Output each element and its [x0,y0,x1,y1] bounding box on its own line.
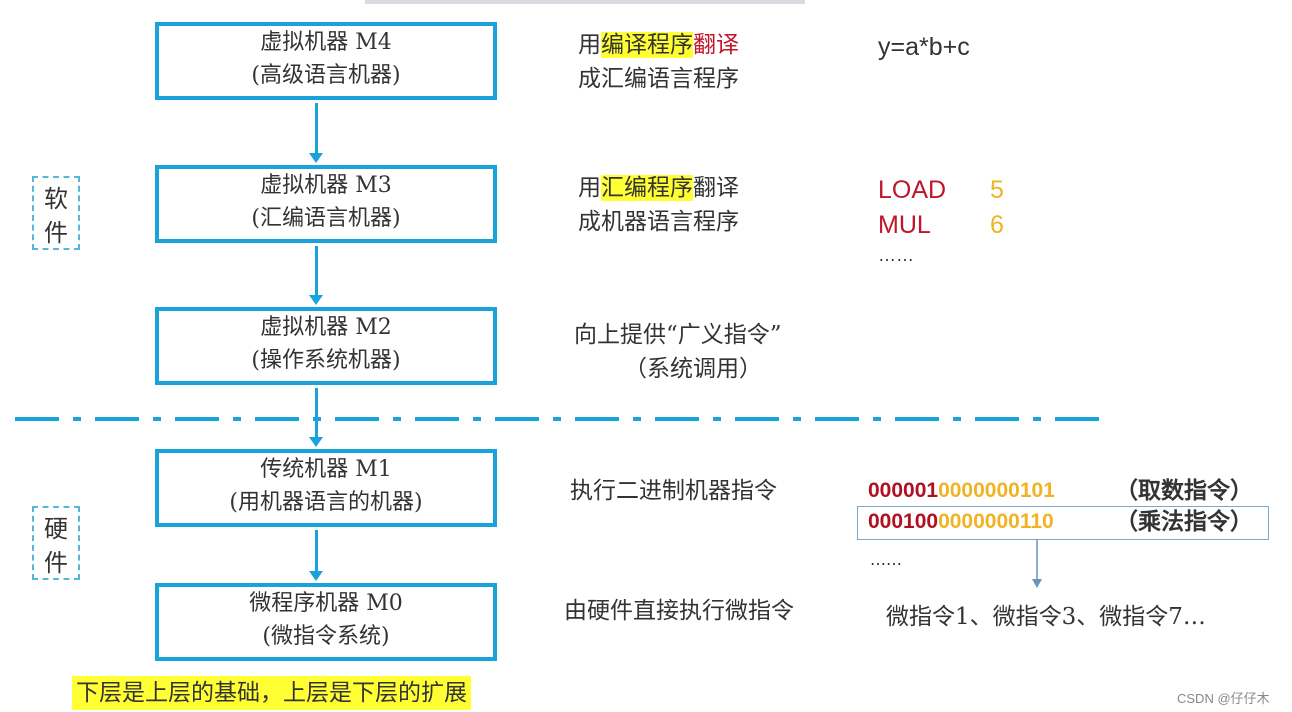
label-char: 件 [44,219,68,247]
asm-arg: 5 [990,176,1004,204]
binary-instruction: 0000010000000101 [868,479,1055,503]
asm-arg: 6 [990,211,1004,239]
opcode: 000001 [868,479,939,502]
desc-m0: 由硬件直接执行微指令 [564,598,794,624]
text: 用 [578,175,601,201]
level-box-m4: 虚拟机器 M4 (高级语言机器) [155,22,497,100]
level-title: 传统机器 M1 [260,457,392,482]
top-tabs-strip [365,0,805,4]
level-subtitle: (汇编语言机器) [251,206,401,231]
expression: y=a*b+c [878,33,970,61]
arrow-down-icon [309,246,323,305]
arrow-down-icon [309,103,323,163]
desc-m1: 执行二进制机器指令 [570,478,777,504]
opcode: 000100 [868,510,939,533]
binary-label: （取数指令） [1115,477,1253,504]
desc-m2: 向上提供“广义指令” （系统调用） [574,318,782,386]
binary-ellipsis: …… [870,550,902,569]
text: 用 [578,32,601,58]
asm-op: LOAD [878,176,947,204]
binary-label: （乘法指令） [1115,508,1253,535]
level-box-m3: 虚拟机器 M3 (汇编语言机器) [155,165,497,243]
level-subtitle: (用机器语言的机器) [229,490,423,515]
text: 成机器语言程序 [578,209,739,235]
watermark: CSDN @仔仔木 [1177,691,1270,706]
level-subtitle: (微指令系统) [262,624,390,649]
text: 翻译 [693,175,739,201]
footer-note: 下层是上层的基础，上层是下层的扩展 [72,676,471,710]
highlight-frame [857,506,1269,540]
level-title: 虚拟机器 M2 [260,315,392,340]
desc-m3: 用汇编程序翻译成机器语言程序 [578,171,739,239]
text: （系统调用） [624,356,762,382]
address: 0000000101 [938,479,1055,502]
label-char: 硬 [44,515,68,543]
arrow-down-icon [1032,539,1042,588]
text: 成汇编语言程序 [578,66,739,92]
level-subtitle: (操作系统机器) [251,348,401,373]
hardware-label: 硬件 [32,506,80,580]
text: 翻译 [693,32,739,58]
highlight-text: 编译程序 [601,32,693,58]
asm-ellipsis: …… [878,245,914,265]
address: 0000000110 [938,510,1054,533]
label-char: 件 [44,549,68,577]
level-title: 虚拟机器 M4 [260,30,392,55]
label-char: 软 [44,185,68,213]
text: 向上提供“广义指令” [574,322,782,348]
arrow-down-icon [309,388,323,447]
level-title: 微程序机器 M0 [249,591,403,616]
asm-op: MUL [878,211,931,239]
level-box-m2: 虚拟机器 M2 (操作系统机器) [155,307,497,385]
software-label: 软件 [32,176,80,250]
micro-instructions: 微指令1、微指令3、微指令7… [886,604,1206,630]
software-hardware-divider [15,417,1105,421]
level-box-m0: 微程序机器 M0 (微指令系统) [155,583,497,661]
highlight-text: 汇编程序 [601,175,693,201]
desc-m4: 用编译程序翻译成汇编语言程序 [578,28,739,96]
level-title: 虚拟机器 M3 [260,173,392,198]
level-box-m1: 传统机器 M1 (用机器语言的机器) [155,449,497,527]
arrow-down-icon [309,530,323,581]
binary-instruction: 0001000000000110 [868,510,1054,534]
level-subtitle: (高级语言机器) [251,63,401,88]
